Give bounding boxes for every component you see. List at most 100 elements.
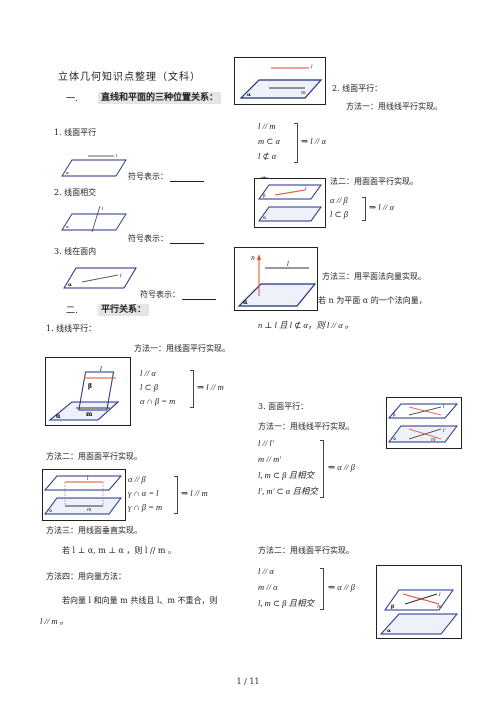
label-beta: β (391, 604, 395, 610)
label-m: m (87, 508, 91, 513)
lp-m1-result: ⇒ l // α (301, 136, 327, 146)
label-alpha: α (387, 628, 391, 634)
label-m: m (437, 604, 442, 610)
figure-pp-method1: l l' m' β α (386, 397, 462, 449)
figure-line-parallel-plane: l α (61, 153, 127, 177)
label-m: m (86, 411, 93, 418)
label-l: l (443, 404, 445, 410)
item-line-plane-parallel: 1. 线面平行 (54, 128, 97, 137)
lp-m2-f1: l ⊂ β (330, 209, 348, 219)
ll-m1-f2: α ∩ β = m (140, 396, 176, 406)
figure-ll-method1: l β m α (45, 357, 131, 426)
label-l: l (87, 476, 89, 482)
answer-blank (170, 235, 204, 244)
symbol-label-2: 符号表示： (128, 234, 204, 244)
figure-lp-method1: l m α (234, 57, 326, 105)
figure-lp-method3: n l α (234, 247, 318, 311)
label-m-prime: m' (431, 437, 437, 443)
label-l: l (439, 592, 441, 598)
ll-method3: 方法三：用线面垂直实现。 (46, 526, 142, 535)
pp-m1-f1: m // m' (258, 454, 282, 464)
plane-plane-parallel-heading: 3. 面面平行： (258, 402, 309, 411)
brace (294, 123, 298, 163)
label-l-prime: l' (443, 428, 446, 434)
label-l: l (287, 261, 289, 268)
label-alpha: α (393, 437, 396, 442)
lp-m2-result: ⇒ l // α (369, 202, 395, 212)
label-beta: β (393, 412, 396, 418)
label-l: l (102, 206, 104, 211)
ll-m3-text: 若 l ⊥ α, m ⊥ α ，则 l // m 。 (62, 546, 177, 555)
brace (362, 197, 366, 221)
section1-number: 一. (66, 94, 78, 104)
pp-m1-result: ⇒ α // β (328, 462, 355, 472)
brace (174, 476, 178, 514)
label-beta: β (88, 383, 92, 390)
item-line-plane-intersect: 2. 线面相交 (54, 188, 97, 197)
figure-line-in-plane: l α (63, 267, 137, 289)
label-l: l (311, 64, 313, 70)
symbol-label-text: 符号表示： (128, 172, 168, 181)
ll-m1-result: ⇒ l // m (197, 382, 224, 392)
pp-m2-f0: l // α (258, 566, 274, 576)
section1-heading: 直线和平面的三种位置关系： (98, 92, 222, 104)
pp-m2-f1: m // α (258, 582, 278, 592)
lp-method3: 方法三：用平面法向量实现。 (322, 272, 426, 281)
brace (190, 370, 194, 408)
lp-m1-f2: l ⊄ α (258, 151, 277, 161)
symbol-label-text: 符号表示： (128, 234, 168, 243)
label-l: l (100, 366, 102, 373)
pp-method1: 方法一：用线线平行实现。 (258, 422, 354, 431)
lp-method1: 方法一：用线线平行实现。 (346, 102, 442, 111)
item-line-in-plane: 3. 线在面内 (54, 247, 97, 256)
figure-line-intersect-plane: l α (61, 205, 127, 233)
label-alpha: α (247, 92, 251, 98)
figure-lp-method2: l β α (254, 178, 326, 228)
lp-m3-text2: n ⊥ l 且 l ⊄ α，则 l // α 。 (258, 320, 354, 330)
label-l: l (116, 153, 118, 158)
pp-m2-result: ⇒ α // β (328, 582, 355, 592)
brace (320, 568, 324, 610)
lp-m1-f1: m ⊂ α (258, 136, 280, 146)
label-alpha: α (49, 509, 52, 514)
ll-m2-f2: γ ∩ β = m (128, 502, 163, 512)
lp-m1-f0: l // m (258, 121, 276, 131)
label-n: n (251, 255, 255, 262)
lp-m2-f0: α // β (330, 195, 348, 205)
ll-method1: 方法一：用线面平行实现。 (134, 344, 230, 353)
figure-ll-method2: l m α (42, 469, 126, 521)
answer-blank (170, 173, 204, 182)
pp-m1-f0: l // l' (258, 438, 274, 448)
line-line-parallel-heading: 1. 线线平行： (46, 324, 97, 333)
symbol-label-1: 符号表示： (128, 172, 204, 182)
page-title: 立体几何知识点整理（文科） (58, 72, 201, 83)
lp-method2: 法二：用面面平行实现。 (330, 177, 418, 186)
symbol-label-text: 符号表示： (140, 290, 180, 299)
brace (320, 440, 324, 498)
label-alpha: α (68, 282, 72, 288)
pp-method2: 方法二：用线面平行实现。 (258, 546, 354, 555)
label-m: m (301, 90, 306, 96)
label-l: l (305, 186, 307, 192)
page-number: 1 / 11 (236, 677, 260, 686)
lp-m3-text: 若 n 为平面 α 的一个法向量， (318, 296, 427, 305)
ll-m2-f0: α // β (128, 474, 146, 484)
line-plane-parallel-heading: 2. 线面平行： (332, 84, 383, 93)
ll-m4-text2: l // m 。 (40, 616, 69, 626)
label-alpha: α (263, 216, 266, 221)
pp-m1-f3: l', m' ⊂ α 且相交 (258, 486, 318, 496)
label-l: l (120, 273, 122, 279)
label-alpha: α (56, 413, 61, 420)
ll-m1-f1: l ⊂ β (140, 382, 158, 392)
symbol-label-3: 符号表示： (140, 290, 216, 300)
answer-blank (182, 291, 216, 300)
label-alpha: α (243, 299, 248, 306)
ll-m1-f0: l // α (140, 368, 156, 378)
pp-m1-f2: l, m ⊂ β 且相交 (258, 470, 314, 480)
ll-method2: 方法二：用面面平行实现。 (46, 452, 142, 461)
figure-pp-method2: l m β α (376, 565, 462, 639)
ll-method4: 方法四：用向量方法： (46, 572, 126, 581)
ll-m2-result: ⇒ l // m (181, 488, 208, 498)
label-alpha: α (66, 170, 69, 175)
ll-m2-f1: γ ∩ α = l (128, 488, 159, 498)
